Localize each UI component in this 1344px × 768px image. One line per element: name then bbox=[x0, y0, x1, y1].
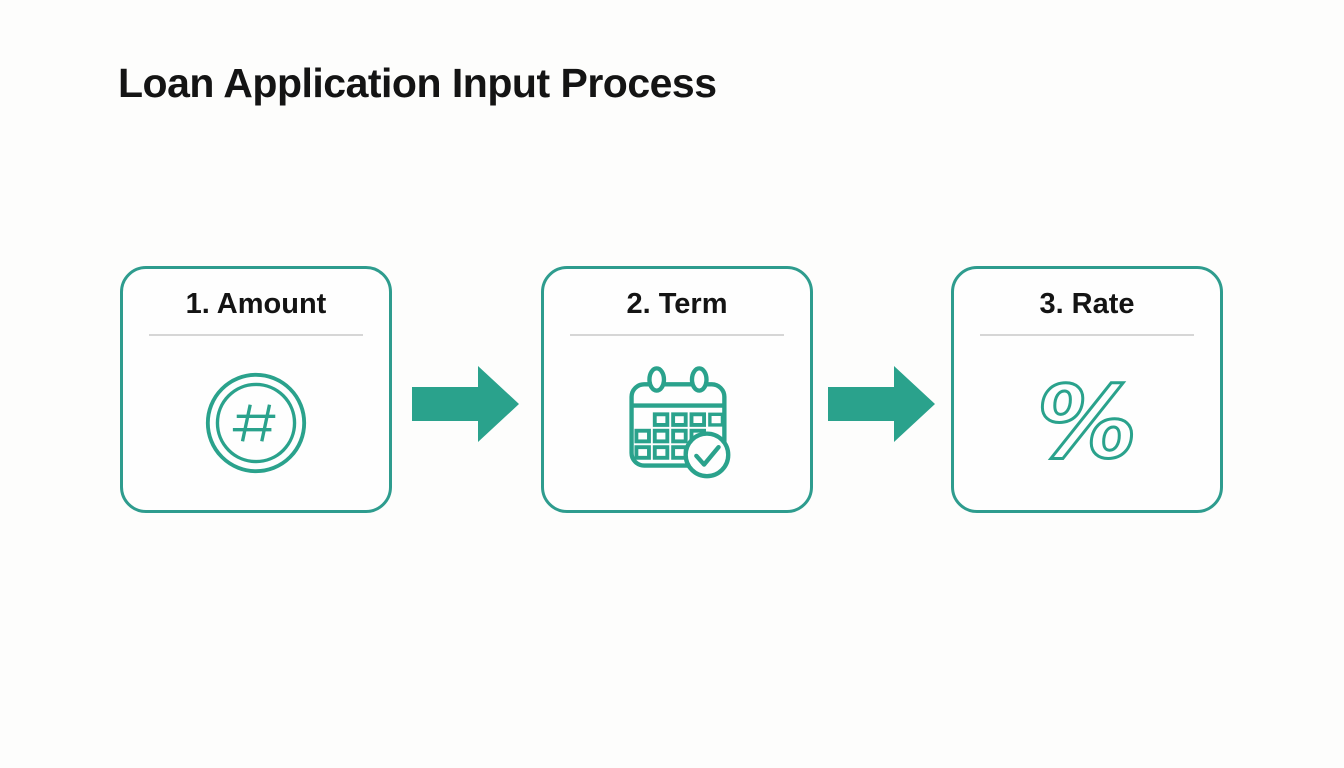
step-title-rate: 3. Rate bbox=[1039, 288, 1135, 320]
step-card-term: 2. Term bbox=[541, 266, 813, 513]
divider bbox=[980, 334, 1194, 336]
step-card-amount: 1. Amount bbox=[120, 266, 392, 513]
page-title: Loan Application Input Process bbox=[118, 60, 717, 106]
step-title-amount: 1. Amount bbox=[185, 288, 327, 320]
number-circle-icon bbox=[203, 370, 309, 476]
arrow-right-icon bbox=[828, 366, 935, 442]
percent-icon: % bbox=[1032, 371, 1142, 475]
divider bbox=[570, 334, 784, 336]
icon-area bbox=[544, 336, 810, 510]
percent-glyph: % bbox=[1037, 371, 1137, 475]
icon-area: % bbox=[954, 336, 1220, 510]
step-card-rate: 3. Rate % bbox=[951, 266, 1223, 513]
step-title-term: 2. Term bbox=[626, 288, 728, 320]
arrow-right-icon bbox=[412, 366, 519, 442]
divider bbox=[149, 334, 363, 336]
calendar-check-icon bbox=[618, 365, 736, 481]
icon-area bbox=[123, 336, 389, 510]
